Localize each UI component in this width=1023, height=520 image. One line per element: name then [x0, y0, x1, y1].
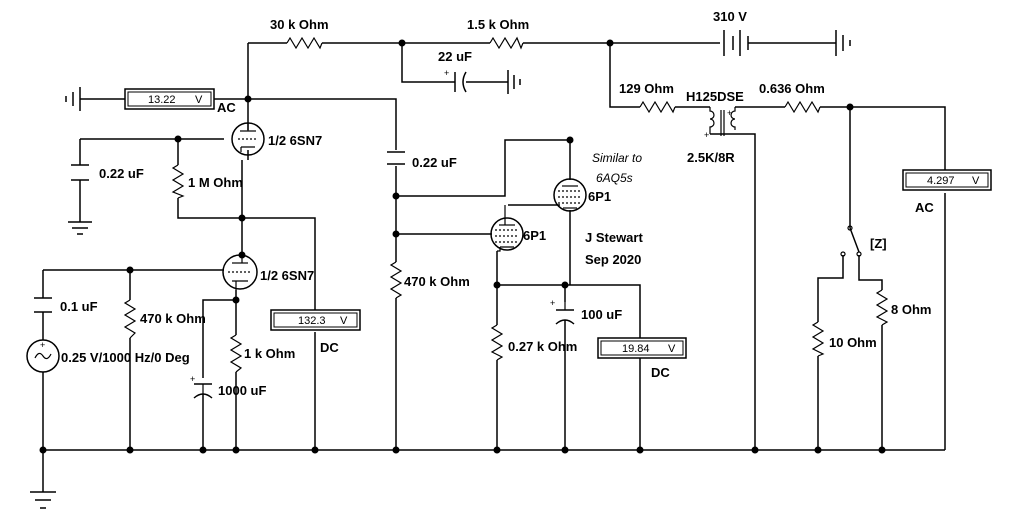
meter4-mode: AC: [915, 200, 934, 215]
label-source: 0.25 V/1000 Hz/0 Deg: [61, 350, 190, 365]
label-c022-mid: 0.22 uF: [412, 155, 457, 170]
label-transformer: H125DSE: [686, 89, 744, 104]
label-author: J Stewart: [585, 230, 643, 245]
label-ratio: 2.5K/8R: [687, 150, 735, 165]
label-c22u: 22 uF: [438, 49, 472, 64]
label-r1-5k: 1.5 k Ohm: [467, 17, 529, 32]
label-r027k: 0.27 k Ohm: [508, 339, 577, 354]
label-r470k-left: 470 k Ohm: [140, 311, 206, 326]
label-r0636: 0.636 Ohm: [759, 81, 825, 96]
meter3-unit: V: [668, 343, 676, 355]
tube-6sn7-top: [231, 122, 265, 156]
meter3-value: 19.84: [622, 343, 650, 355]
label-date: Sep 2020: [585, 252, 641, 267]
tube-6p1-lower: [490, 205, 524, 252]
svg-text:+: +: [727, 108, 732, 118]
meter2-unit: V: [340, 315, 348, 327]
battery-310V: [723, 30, 749, 56]
resistor-10: [811, 321, 825, 357]
tube-6p1-upper: [553, 178, 587, 212]
label-6p1-upper: 6P1: [588, 189, 611, 204]
component-labels: 30 k Ohm 1.5 k Ohm 310 V 22 uF 129 Ohm H…: [60, 9, 931, 398]
capacitor-1000uF: +: [190, 374, 213, 399]
meter1-value: 13.22: [148, 94, 176, 106]
resistor-470k-left: [123, 299, 137, 339]
meter4-value: 4.297: [927, 175, 955, 187]
svg-text:+: +: [550, 298, 555, 308]
svg-text:+: +: [444, 68, 449, 78]
capacitor-22uF: +: [444, 68, 467, 93]
svg-text:+: +: [704, 130, 709, 140]
meter1-mode: AC: [217, 100, 236, 115]
resistor-1k: [229, 334, 243, 373]
label-6p1-lower: 6P1: [523, 228, 546, 243]
resistor-1-5k: [489, 36, 524, 50]
junction-dots: [39, 39, 886, 454]
meter4-unit: V: [972, 175, 980, 187]
label-c022-left: 0.22 uF: [99, 166, 144, 181]
label-c01u: 0.1 uF: [60, 299, 98, 314]
label-r30k: 30 k Ohm: [270, 17, 329, 32]
meter1-unit: V: [195, 94, 203, 106]
resistor-1M: [171, 164, 185, 199]
capacitor-0-22uF-mid: [387, 150, 405, 166]
capacitors: + + +: [34, 68, 575, 399]
label-r8: 8 Ohm: [891, 302, 931, 317]
voltmeter-1: 13.22 V AC: [124, 88, 236, 115]
svg-text:+: +: [190, 374, 195, 384]
resistor-129: [639, 100, 676, 114]
label-r129: 129 Ohm: [619, 81, 674, 96]
label-r1M: 1 M Ohm: [188, 175, 243, 190]
capacitor-0-22uF-left: [71, 164, 89, 181]
label-r10: 10 Ohm: [829, 335, 877, 350]
label-similar: Similar to: [592, 151, 642, 165]
tube-6sn7-bottom: [222, 254, 258, 290]
label-c1000u: 1000 uF: [218, 383, 266, 398]
meter2-value: 132.3: [298, 315, 326, 327]
resistor-8: [875, 289, 889, 326]
label-tube-bottom: 1/2 6SN7: [260, 268, 314, 283]
switch-z: [840, 225, 862, 257]
output-transformer: + +: [704, 107, 736, 140]
voltmeter-2: 132.3 V DC: [270, 309, 361, 355]
label-supply: 310 V: [713, 9, 747, 24]
label-tube-top: 1/2 6SN7: [268, 133, 322, 148]
label-r1k: 1 k Ohm: [244, 346, 295, 361]
ac-signal-source: +: [26, 339, 60, 373]
ground-symbols: [30, 30, 851, 509]
capacitor-0-1uF: [34, 297, 52, 313]
resistor-30k: [286, 36, 323, 50]
voltmeter-4: 4.297 V AC: [902, 169, 992, 215]
label-switch-key: [Z]: [870, 236, 887, 251]
resistor-027k: [490, 324, 504, 361]
meter3-mode: DC: [651, 365, 670, 380]
label-similar-2: 6AQ5s: [596, 171, 633, 185]
resistor-0-636: [784, 100, 821, 114]
meter2-mode: DC: [320, 340, 339, 355]
voltmeter-3: 19.84 V DC: [597, 337, 687, 380]
svg-text:+: +: [40, 340, 45, 350]
wires: [42, 42, 946, 492]
capacitor-100uF: +: [550, 298, 575, 325]
label-r470k-mid: 470 k Ohm: [404, 274, 470, 289]
label-c100u: 100 uF: [581, 307, 622, 322]
